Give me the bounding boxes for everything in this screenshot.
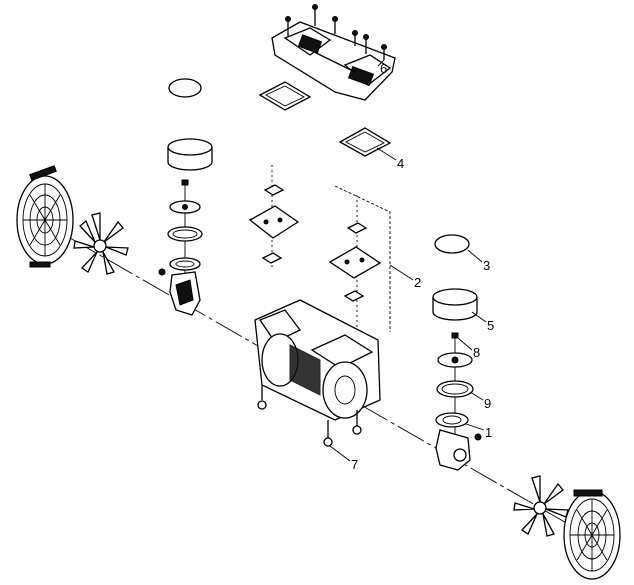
callout-3: 3 (483, 258, 490, 273)
head-cover-assembly (271, 4, 396, 101)
right-fan (513, 475, 569, 537)
left-cylinder-sleeve (167, 138, 213, 171)
callout-6: 6 (380, 61, 387, 76)
left-fan-guard (16, 165, 74, 268)
callout-7: 7 (351, 457, 358, 472)
valve-plate-left (248, 165, 300, 270)
left-piston-stack (158, 179, 203, 316)
callout-bracket-2 (334, 185, 391, 332)
callout-2: 2 (414, 275, 421, 290)
left-fan (73, 212, 129, 275)
callout-8: 8 (473, 345, 480, 360)
head-gasket-left (258, 81, 312, 111)
callout-5: 5 (487, 318, 494, 333)
callout-leaders (329, 59, 487, 462)
callout-4: 4 (397, 156, 404, 171)
callout-1: 1 (485, 425, 492, 440)
right-piston-stack (435, 332, 482, 471)
right-cylinder-sleeve (432, 288, 478, 321)
valve-plate-right (328, 195, 382, 330)
head-gasket-right (338, 127, 392, 157)
left-o-ring (168, 78, 202, 98)
right-fan-guard (563, 489, 621, 580)
callout-9: 9 (484, 396, 491, 411)
right-o-ring (434, 234, 470, 254)
motor-crankcase (254, 299, 381, 447)
